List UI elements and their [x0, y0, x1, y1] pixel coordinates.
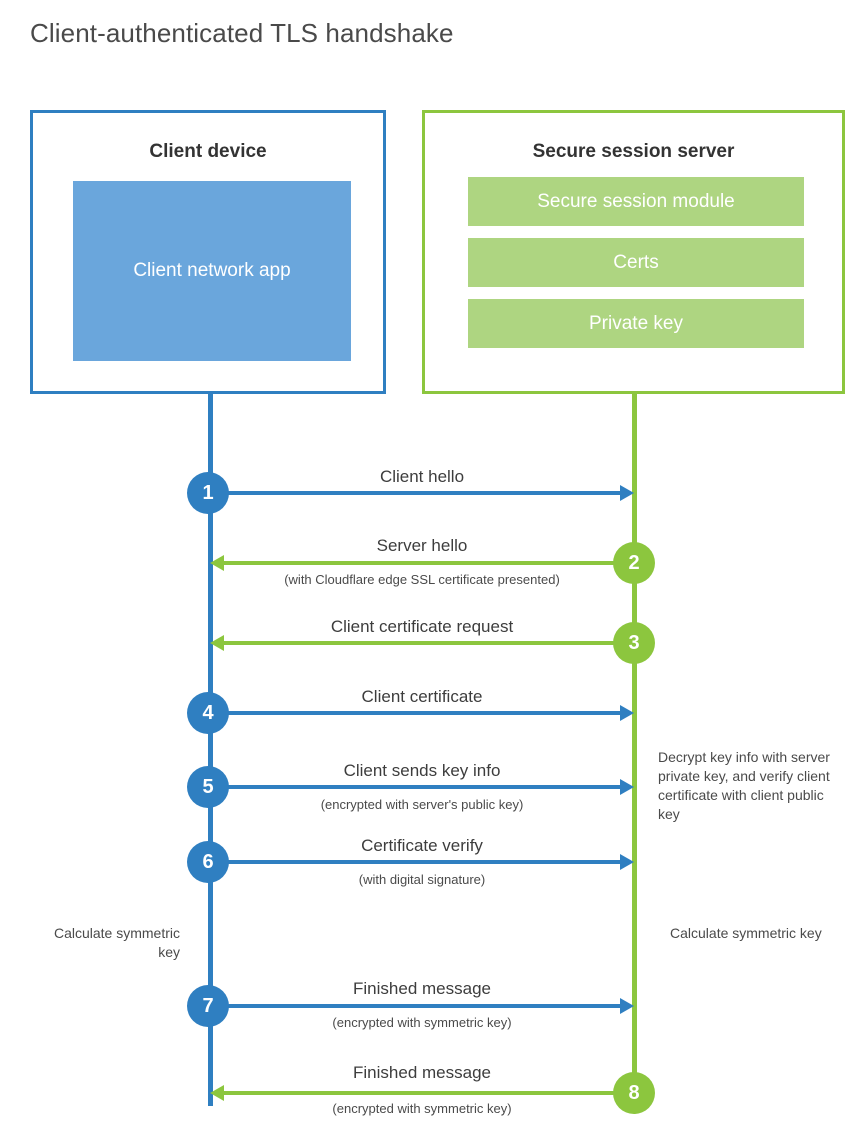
note-client-calculate-symmetric-key: Calculate symmetric key	[53, 925, 180, 960]
secure-session-server-box: Secure session server Secure session mod…	[422, 110, 845, 394]
step-circle-8: 8	[613, 1072, 655, 1114]
server-lifeline	[632, 394, 637, 1094]
server-component-certs: Certs	[468, 238, 804, 287]
message-5-label: Client sends key info	[343, 761, 501, 780]
note-server-decrypt: Decrypt key info with server private key…	[658, 749, 830, 822]
client-network-app-block: Client network app	[73, 181, 351, 361]
message-2-sublabel: (with Cloudflare edge SSL certificate pr…	[284, 572, 560, 587]
message-7-arrow-head-icon	[620, 998, 634, 1014]
message-3-arrow-head-icon	[210, 635, 224, 651]
note-server-calculate-symmetric-key: Calculate symmetric key	[670, 925, 822, 941]
message-2-arrow-line	[224, 561, 634, 565]
message-2-arrow-head-icon	[210, 555, 224, 571]
step-circle-6: 6	[187, 841, 229, 883]
message-3-label: Client certificate request	[330, 617, 514, 636]
message-5-arrow-line	[210, 785, 620, 789]
message-1-label: Client hello	[379, 467, 465, 486]
server-components-list: Secure session module Certs Private key	[468, 177, 804, 360]
message-7-arrow-line	[210, 1004, 620, 1008]
message-7-sublabel: (encrypted with symmetric key)	[332, 1015, 512, 1030]
message-8-sublabel: (encrypted with symmetric key)	[332, 1101, 512, 1116]
step-circle-3: 3	[613, 622, 655, 664]
server-component-private-key: Private key	[468, 299, 804, 348]
step-circle-5: 5	[187, 766, 229, 808]
message-5-arrow-head-icon	[620, 779, 634, 795]
step-circle-2: 2	[613, 542, 655, 584]
message-2-label: Server hello	[376, 536, 468, 555]
message-3-arrow-line	[224, 641, 634, 645]
message-7-label: Finished message	[353, 979, 491, 998]
message-6-arrow-head-icon	[620, 854, 634, 870]
message-4-label: Client certificate	[361, 687, 483, 706]
page-title: Client-authenticated TLS handshake	[30, 18, 454, 48]
message-1-arrow-head-icon	[620, 485, 634, 501]
message-4-arrow-head-icon	[620, 705, 634, 721]
server-component-secure-session-module: Secure session module	[468, 177, 804, 226]
step-circle-7: 7	[187, 985, 229, 1027]
message-8-arrow-head-icon	[210, 1085, 224, 1101]
message-6-arrow-line	[210, 860, 620, 864]
client-device-title: Client device	[149, 141, 267, 162]
step-circle-1: 1	[187, 472, 229, 514]
message-5-sublabel: (encrypted with server's public key)	[320, 797, 524, 812]
client-device-box: Client device Client network app	[30, 110, 386, 394]
message-4-arrow-line	[210, 711, 620, 715]
message-8-arrow-line	[224, 1091, 634, 1095]
message-1-arrow-line	[210, 491, 620, 495]
secure-session-server-title: Secure session server	[532, 141, 735, 162]
client-lifeline	[208, 394, 213, 1106]
message-6-label: Certificate verify	[361, 836, 483, 855]
message-6-sublabel: (with digital signature)	[358, 872, 486, 887]
step-circle-4: 4	[187, 692, 229, 734]
message-8-label: Finished message	[353, 1063, 491, 1082]
